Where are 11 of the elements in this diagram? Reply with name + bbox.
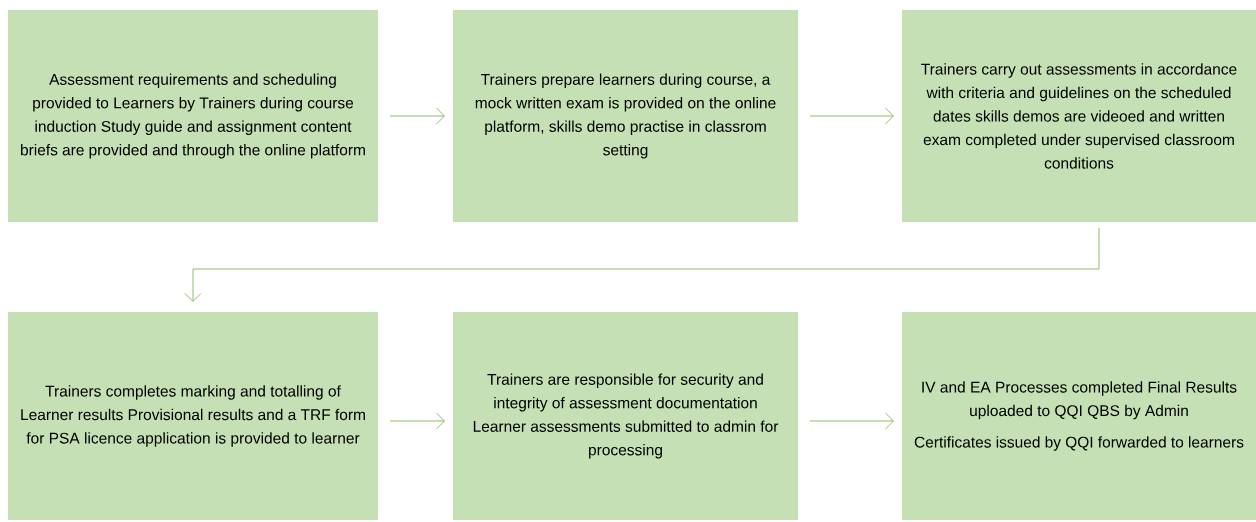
arrow	[389, 107, 445, 125]
arrow	[809, 107, 894, 125]
process-box: Trainers are responsible for security and integrity of assessment documentation Learner assessments submitted to admin for processing	[453, 312, 798, 520]
arrow	[184, 227, 1100, 302]
process-box: IV and EA Processes completed Final Results uploaded to QQI QBS by Admin Certificates issued by QQI forwarded to learners	[902, 312, 1256, 520]
arrow	[809, 412, 894, 430]
process-box: Trainers carry out assessments in accordance with criteria and guidelines on the scheduled dates skills demos are videoed and written exam completed under supervised classroom conditions	[902, 10, 1256, 222]
arrow	[389, 412, 445, 430]
process-box: Trainers prepare learners during course, a mock written exam is provided on the online platform, skills demo practise in classrom setting	[453, 10, 798, 222]
process-box: Assessment requirements and scheduling provided to Learners by Trainers during course induction Study guide and assignment content briefs are provided and through the online platform	[8, 10, 378, 222]
process-box: Trainers completes marking and totalling of Learner results Provisional results and a TRF form for PSA licence application is provided to learner	[8, 312, 378, 520]
